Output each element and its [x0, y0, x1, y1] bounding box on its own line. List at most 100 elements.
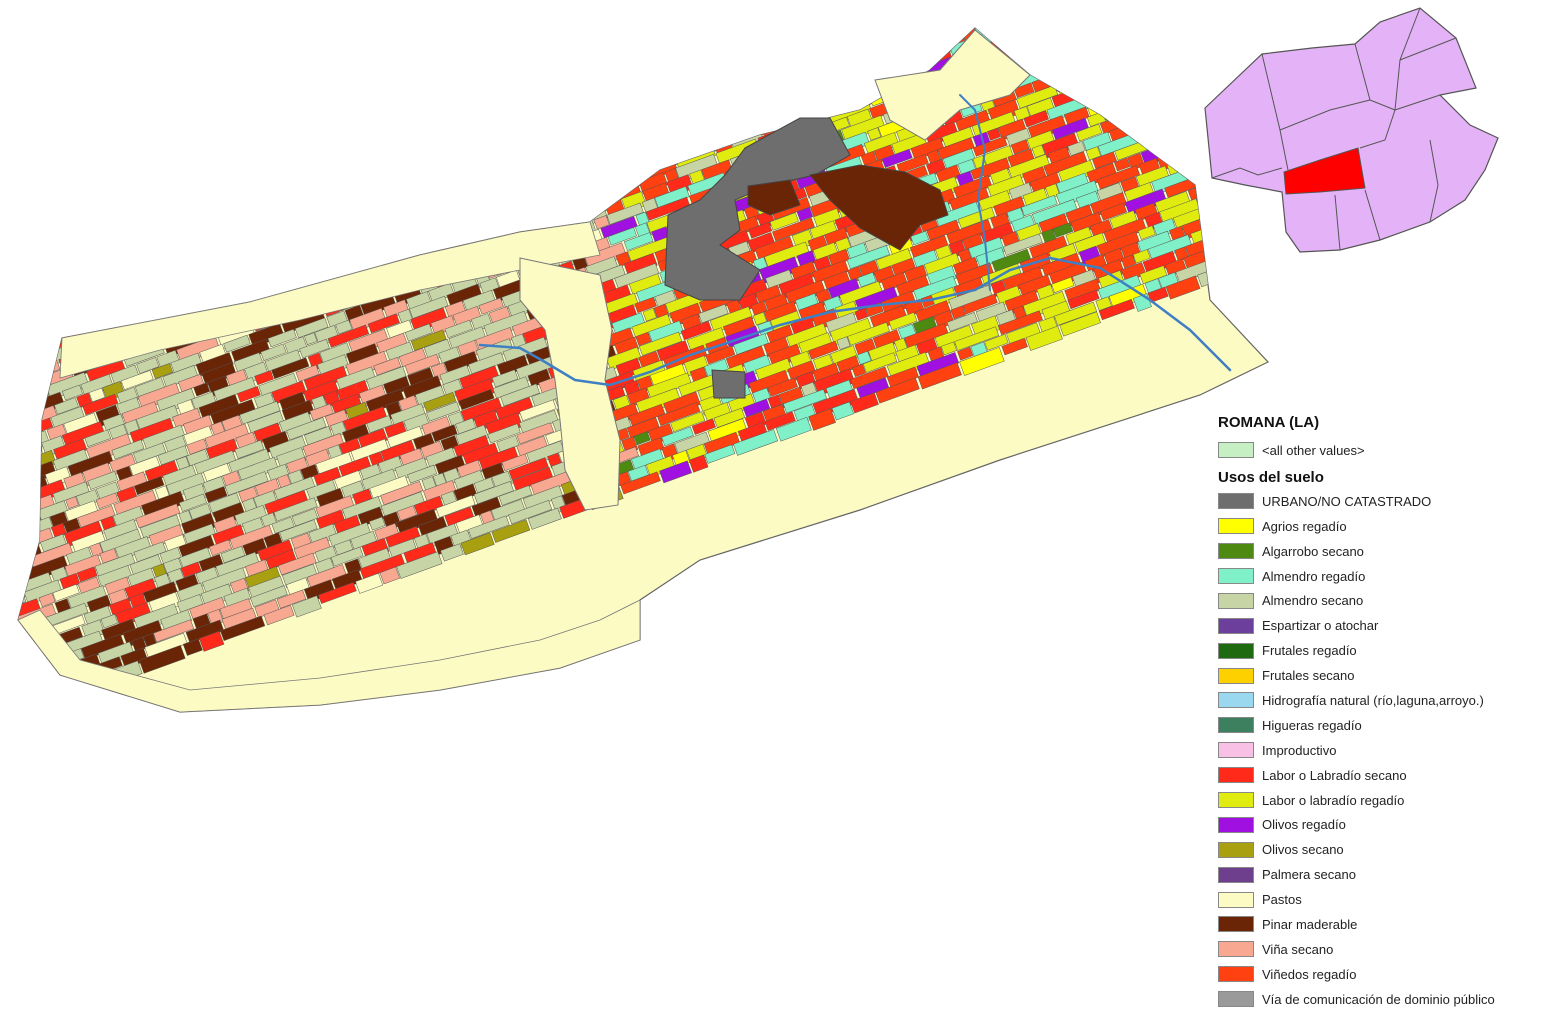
land-parcel — [171, 209, 202, 229]
land-parcel — [986, 127, 1001, 141]
land-parcel — [224, 471, 269, 496]
land-parcel — [851, 363, 867, 378]
legend-row: Labor o labradío regadío — [1218, 788, 1548, 813]
land-parcel — [602, 37, 647, 65]
land-parcel — [401, 198, 447, 227]
land-parcel — [290, 36, 316, 55]
land-parcel — [1164, 28, 1193, 37]
land-parcel — [880, 271, 908, 292]
land-parcel — [1157, 120, 1204, 147]
land-parcel — [242, 66, 264, 86]
land-parcel — [1020, 0, 1043, 9]
land-parcel — [18, 255, 46, 285]
land-parcel — [362, 189, 409, 219]
land-parcel — [693, 108, 721, 128]
land-parcel — [1269, 242, 1293, 262]
land-parcel — [219, 98, 265, 125]
land-parcel — [513, 28, 551, 40]
legend-swatch — [1218, 692, 1254, 709]
map-legend: ROMANA (LA) <all other values> Usos del … — [1218, 414, 1548, 1012]
land-parcel — [848, 28, 879, 39]
land-parcel — [1023, 110, 1049, 128]
land-parcel — [836, 43, 871, 67]
land-parcel — [392, 28, 433, 52]
land-parcel — [1054, 52, 1089, 76]
land-parcel — [474, 107, 513, 134]
legend-row: Viñedos regadío — [1218, 962, 1548, 987]
land-parcel — [130, 171, 156, 192]
land-parcel — [620, 471, 661, 495]
land-parcel — [850, 392, 879, 414]
land-parcel — [633, 60, 673, 85]
land-parcel — [18, 505, 25, 525]
land-parcel — [467, 515, 510, 539]
land-parcel — [563, 188, 593, 210]
land-parcel — [602, 73, 636, 95]
land-parcel — [137, 219, 175, 244]
land-parcel — [1092, 151, 1117, 170]
land-parcel — [713, 88, 745, 108]
land-parcel — [295, 364, 320, 382]
land-parcel — [0, 685, 15, 701]
land-parcel — [657, 402, 701, 426]
land-parcel — [1085, 58, 1100, 75]
land-parcel — [782, 99, 808, 120]
land-parcel — [330, 91, 345, 105]
land-parcel — [325, 210, 352, 233]
legend-swatch — [1218, 742, 1254, 759]
land-parcel — [18, 483, 24, 501]
land-parcel — [1041, 0, 1078, 11]
land-parcel — [384, 61, 429, 90]
land-parcel — [839, 28, 874, 30]
land-parcel — [258, 57, 290, 79]
land-parcel — [656, 97, 694, 123]
land-parcel — [438, 103, 466, 126]
land-parcel — [896, 153, 929, 174]
land-parcel — [1276, 12, 1321, 40]
pasture-rim — [59, 221, 601, 379]
legend-label: Viñedos regadío — [1262, 966, 1357, 982]
land-parcel — [752, 311, 768, 326]
land-parcel — [220, 242, 265, 271]
land-parcel — [263, 83, 308, 111]
land-parcel — [814, 54, 840, 74]
land-parcel — [1217, 244, 1256, 270]
land-parcel — [183, 236, 220, 258]
municipality-map — [0, 0, 1321, 713]
land-parcel — [413, 94, 429, 110]
land-parcel — [508, 500, 553, 525]
land-parcel — [18, 517, 21, 536]
land-parcel — [1176, 154, 1201, 175]
land-parcel — [501, 453, 529, 472]
land-parcel — [1213, 28, 1245, 41]
land-parcel — [55, 299, 78, 316]
land-parcel — [138, 644, 186, 674]
legend-label: Palmera secano — [1262, 867, 1356, 883]
land-parcel — [18, 268, 40, 292]
land-parcel — [85, 217, 121, 239]
land-parcel — [1142, 102, 1163, 119]
land-parcel — [226, 178, 258, 200]
land-parcel — [598, 84, 637, 112]
land-parcel — [39, 310, 78, 336]
land-parcel — [430, 28, 470, 36]
land-parcel — [53, 397, 79, 415]
land-parcel — [236, 385, 261, 403]
land-parcel — [623, 232, 654, 251]
land-parcel — [214, 212, 255, 239]
land-parcel — [646, 123, 683, 148]
land-parcel — [379, 160, 399, 176]
legend-label: Frutales secano — [1262, 668, 1355, 684]
legend-row: Frutales regadío — [1218, 638, 1548, 663]
land-parcel — [423, 391, 457, 412]
land-parcel — [18, 493, 28, 508]
land-parcel — [456, 56, 472, 72]
land-parcel — [735, 61, 761, 82]
land-parcel — [1077, 0, 1092, 1]
land-parcel — [394, 107, 422, 127]
land-parcel — [169, 169, 193, 189]
land-parcel — [704, 444, 736, 464]
land-parcel — [402, 98, 418, 114]
land-parcel — [786, 0, 828, 16]
land-parcel — [1051, 117, 1089, 140]
